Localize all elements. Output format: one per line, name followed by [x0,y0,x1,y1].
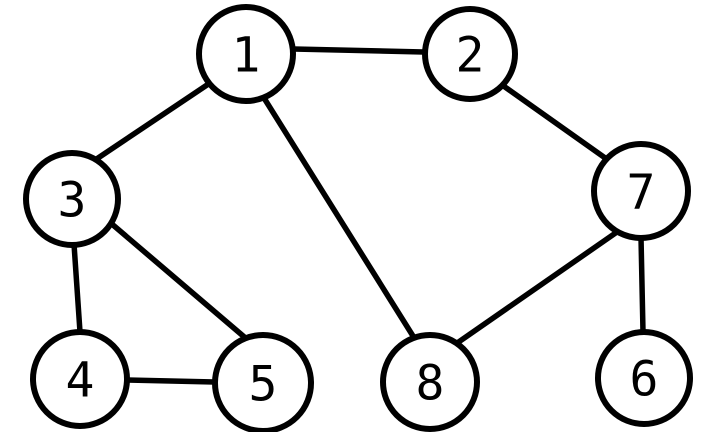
edge-7-8 [453,226,624,347]
node-circle [380,332,480,432]
edge-1-3 [91,77,217,164]
node-label: 2 [456,27,485,83]
node-label: 3 [58,172,87,228]
node-label: 6 [630,351,659,407]
node-circle [30,329,130,429]
graph-node-2: 2 [422,6,518,102]
graph-node-1: 1 [196,4,296,104]
node-label: 7 [627,164,656,220]
graph-node-8: 8 [380,332,480,432]
graph-node-5: 5 [212,332,314,432]
edge-3-5 [106,219,249,341]
edge-7-6 [638,229,646,340]
node-circle [422,6,518,102]
edge-2-7 [498,81,615,166]
edge-4-5 [119,377,223,385]
edge-3-4 [70,236,84,340]
node-circle [595,329,693,427]
node-circle [196,4,296,104]
node-label: 1 [232,27,261,83]
edge-1-8 [258,91,419,343]
node-circle [591,141,691,241]
graph-node-4: 4 [30,329,130,429]
node-label: 5 [249,356,278,412]
node-circle [212,332,314,432]
node-circle [23,150,121,248]
node-label: 8 [416,355,445,411]
graph-node-7: 7 [591,141,691,241]
graph-node-6: 6 [595,329,693,427]
node-label: 4 [66,352,95,408]
edge-1-2 [285,46,432,55]
graph-node-3: 3 [23,150,121,248]
